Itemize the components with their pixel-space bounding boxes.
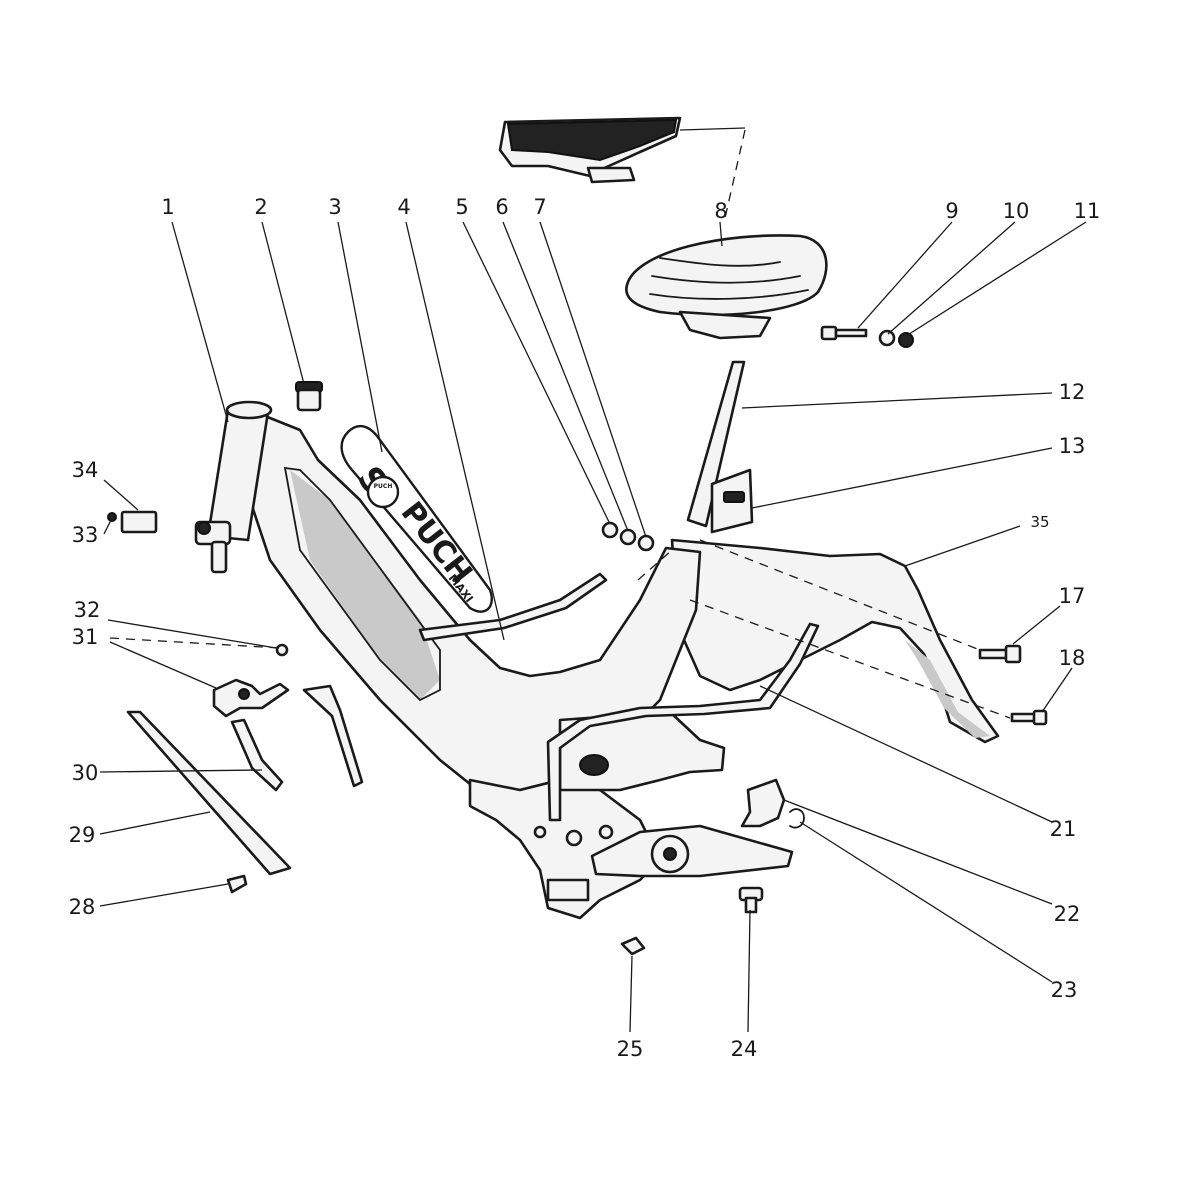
callout-12: 12 bbox=[1059, 380, 1086, 404]
callout-17: 17 bbox=[1059, 584, 1086, 608]
callout-8: 8 bbox=[714, 199, 727, 223]
callout-labels: 1 2 3 4 5 6 7 8 9 10 11 12 13 35 17 18 2… bbox=[69, 195, 1101, 1061]
main-frame-part bbox=[194, 400, 1000, 920]
callout-33: 33 bbox=[72, 523, 99, 547]
strip-screw-part bbox=[226, 874, 248, 894]
callout-2: 2 bbox=[254, 195, 267, 219]
fuel-hose-part bbox=[230, 718, 284, 792]
saddle-part bbox=[625, 234, 828, 340]
callout-13: 13 bbox=[1059, 434, 1086, 458]
callout-35: 35 bbox=[1030, 513, 1049, 531]
circlip-part bbox=[789, 808, 805, 829]
seat-clamp-part bbox=[710, 468, 754, 534]
frame-plate-part bbox=[120, 510, 158, 534]
saddle-nut-part bbox=[898, 332, 914, 348]
svg-text:PUCH: PUCH bbox=[374, 483, 393, 490]
callout-23: 23 bbox=[1051, 978, 1078, 1002]
callout-29: 29 bbox=[69, 823, 96, 847]
mudguard-bolt-17-part bbox=[978, 644, 1022, 664]
crank-bolt-part bbox=[738, 886, 764, 914]
puch-roundel-icon bbox=[366, 475, 400, 509]
callout-3: 3 bbox=[328, 195, 341, 219]
mudguard-bolt-18-part bbox=[1010, 709, 1048, 726]
callout-9: 9 bbox=[945, 199, 958, 223]
callout-5: 5 bbox=[455, 195, 468, 219]
callout-31: 31 bbox=[72, 625, 99, 649]
saddle-washer-part bbox=[878, 329, 896, 347]
callout-18: 18 bbox=[1059, 646, 1086, 670]
callout-22: 22 bbox=[1054, 902, 1081, 926]
seat-carrier-part bbox=[498, 116, 682, 184]
stand-clip-part bbox=[740, 778, 786, 828]
callout-32: 32 bbox=[74, 598, 101, 622]
callout-4: 4 bbox=[397, 195, 410, 219]
frame-rod-part bbox=[302, 684, 364, 788]
callout-11: 11 bbox=[1074, 199, 1101, 223]
tank-plug-part bbox=[295, 381, 323, 412]
leader-lines bbox=[99, 127, 1087, 1033]
callout-34: 34 bbox=[72, 458, 99, 482]
callout-21: 21 bbox=[1050, 817, 1077, 841]
callout-30: 30 bbox=[72, 761, 99, 785]
saddle-bolt-part bbox=[820, 325, 868, 341]
frame-nut-part bbox=[620, 936, 646, 956]
fuel-tap-part bbox=[212, 643, 290, 718]
callout-28: 28 bbox=[69, 895, 96, 919]
callout-24: 24 bbox=[731, 1037, 758, 1061]
callout-1: 1 bbox=[161, 195, 174, 219]
callout-7: 7 bbox=[533, 195, 546, 219]
seat-post-part bbox=[686, 360, 746, 528]
callout-25: 25 bbox=[617, 1037, 644, 1061]
callout-10: 10 bbox=[1003, 199, 1030, 223]
plate-screw-part bbox=[107, 512, 117, 522]
callout-6: 6 bbox=[495, 195, 508, 219]
protective-strip-part bbox=[126, 710, 292, 876]
